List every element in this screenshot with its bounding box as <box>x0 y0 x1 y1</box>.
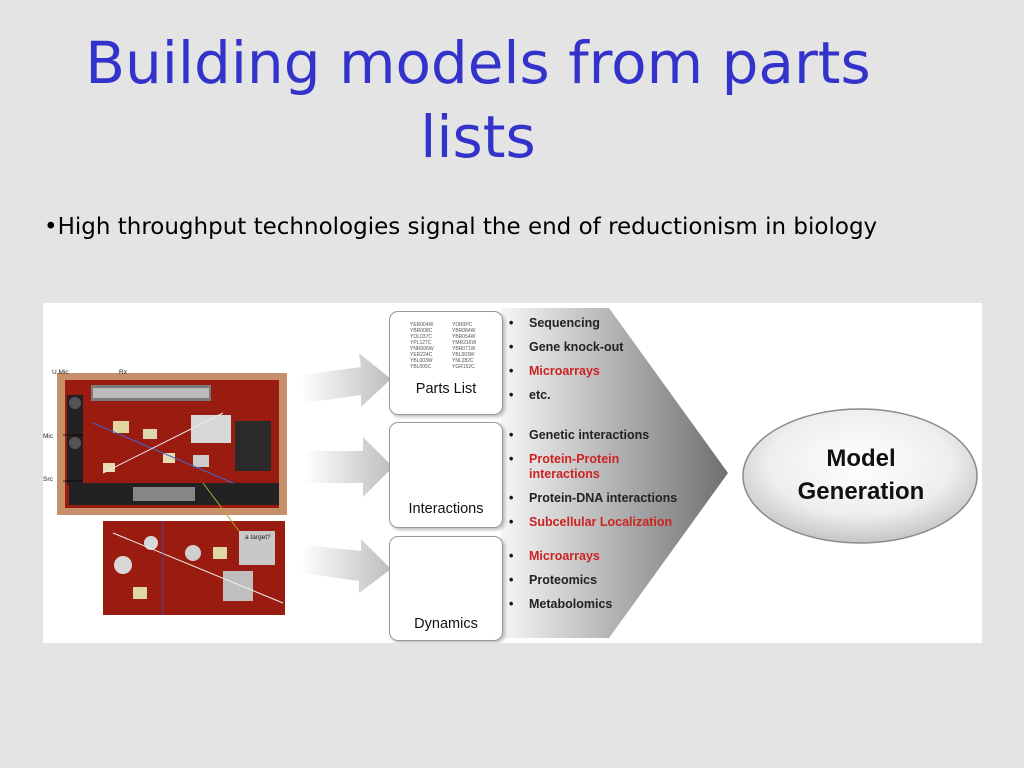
interactions-label: Interactions <box>408 501 484 517</box>
arrow-icon <box>301 539 391 593</box>
radio-label-mic: Mic <box>43 433 54 440</box>
gene-code: YBR084W <box>452 328 476 334</box>
interactions-bullets: Genetic interactions Protein-Protein int… <box>509 428 679 530</box>
slide-bullet: •High throughput technologies signal the… <box>44 214 878 240</box>
bullet-microarrays-dynamics: Microarrays <box>509 549 612 564</box>
workflow-figure: U.Mic Mic Src Rx a target? YER004W YDR0P… <box>43 303 982 643</box>
gene-code-list: YER004W YDR0PC YBR008C YBR084W YOL037C Y… <box>410 322 488 370</box>
arrow-icon <box>301 353 391 407</box>
radio-circuit-image <box>57 373 287 515</box>
radio-label-umic: U.Mic <box>52 369 69 376</box>
gene-code: YPL127C <box>410 340 432 346</box>
bullet-protein-protein: Protein-Protein interactions <box>509 452 639 482</box>
bullet-subcellular-localization: Subcellular Localization <box>509 515 679 530</box>
gene-code: YBL003W <box>452 352 475 358</box>
radio-label-src: Src <box>43 476 53 483</box>
model-ellipse <box>742 408 978 544</box>
gene-code: YNL282C <box>452 358 474 364</box>
gene-code: YBR054W <box>452 334 476 340</box>
gene-code: YBL003W <box>410 358 433 364</box>
gene-code: YNR006W <box>410 346 434 352</box>
model-generation-label: Model Generation <box>743 442 979 508</box>
gene-code: YOL037C <box>410 334 432 340</box>
dynamics-label: Dynamics <box>414 616 478 632</box>
radio-label-rx: Rx <box>119 369 127 376</box>
radio-board-image <box>103 482 285 615</box>
gene-code: YBR008C <box>410 328 433 334</box>
model-line-1: Model <box>826 445 896 472</box>
parts-list-box: YER004W YDR0PC YBR008C YBR084W YOL037C Y… <box>389 311 503 415</box>
gene-code: YER004W <box>410 322 434 328</box>
title-line-2: lists <box>420 103 536 171</box>
radio-label-target: a target? <box>245 534 271 541</box>
gene-code: YMR216W <box>452 340 477 346</box>
bullet-gene-knockout: Gene knock-out <box>509 340 623 355</box>
gene-code: YER224C <box>410 352 433 358</box>
gene-code: YGR152C <box>452 364 475 370</box>
parts-list-bullets: Sequencing Gene knock-out Microarrays et… <box>509 316 623 403</box>
bullet-protein-dna: Protein-DNA interactions <box>509 491 679 506</box>
bullet-metabolomics: Metabolomics <box>509 597 612 612</box>
gene-code: YDR0PC <box>452 322 473 328</box>
bullet-sequencing: Sequencing <box>509 316 623 331</box>
gene-code: YBL005C <box>410 364 432 370</box>
arrow-icon <box>305 437 393 497</box>
bullet-genetic-interactions: Genetic interactions <box>509 428 679 443</box>
dynamics-box: Dynamics <box>389 536 503 641</box>
parts-list-label: Parts List <box>415 381 477 397</box>
bullet-proteomics: Proteomics <box>509 573 612 588</box>
model-line-2: Generation <box>797 478 925 505</box>
bullet-microarrays: Microarrays <box>509 364 623 379</box>
dynamics-bullets: Microarrays Proteomics Metabolomics <box>509 549 612 612</box>
bullet-etc: etc. <box>509 388 623 403</box>
slide-title: Building models from parts lists <box>0 26 956 174</box>
gene-code: YBR071W <box>452 346 476 352</box>
title-line-1: Building models from parts <box>85 29 871 97</box>
interactions-box: Interactions <box>389 422 503 528</box>
